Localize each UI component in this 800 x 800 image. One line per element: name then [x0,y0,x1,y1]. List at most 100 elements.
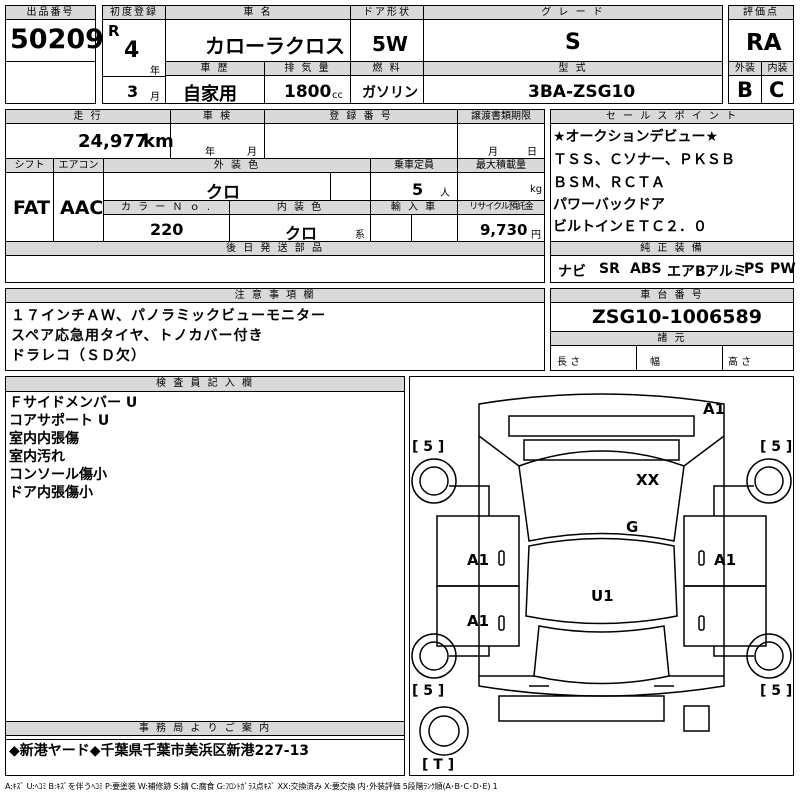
equip-pw: PW [770,261,796,277]
score-value: RA [746,30,782,56]
model-label: 型 式 [423,61,723,76]
history-value: 自家用 [183,84,237,105]
year-unit: 年 [150,66,160,77]
interior-label: 内装 [761,61,794,76]
color-value: クロ [206,183,240,203]
equip-ps: PS [744,261,765,277]
transfer-month-unit: 月 [488,147,498,158]
equipment-label: 純 正 装 備 [550,241,794,256]
mileage-value: 24,977 [78,131,148,152]
score-label: 評価点 [728,5,794,20]
ac-value: AAC [60,197,104,219]
equip-abs: ABS [630,261,662,277]
inspection-month-unit: 月 [247,147,257,158]
tire-rear-right: [ 5 ] [760,683,793,699]
model-value: 3BA-ZSG10 [528,82,636,102]
car-name-value: カローラクロス [205,34,345,58]
inspector-line: 室内汚れ [9,449,65,465]
notes-line: スペア応急用タイヤ、トノカバー付き [11,328,264,344]
color-no-value: 220 [150,220,184,239]
equip-airbag: エアB [667,264,706,280]
sales-line: パワーバックドア [553,197,665,213]
width-label: 幅 [650,357,660,368]
recycle-value: 9,730 [480,221,528,239]
notes-line: ドラレコ（ＳＤ欠） [11,348,146,364]
mileage-label: 走 行 [5,109,171,124]
interior-value: C [769,78,785,102]
lot-blank [5,61,96,104]
notes-label: 注 意 事 項 欄 [5,288,545,303]
inspection-year-unit: 年 [205,147,215,158]
shift-value: FAT [13,197,50,219]
height-label: 高 さ [728,357,752,368]
equip-navi: ナビ [558,264,586,280]
sales-line: ★オークションデビュー★ [553,129,719,145]
equip-sr: SR [599,261,620,277]
later-parts-label: 後 日 発 送 部 品 [5,241,545,256]
inspector-label: 検 査 員 記 入 欄 [5,376,405,392]
mark-a1-left-rear: A1 [467,612,490,630]
color-no-label: カ ラ ー Ｎ ｏ . [103,200,230,215]
recycle-label: リサイクル預託金 [457,200,545,215]
sales-line: ＴＳＳ、Ｃソナー、ＰＫＳＢ [553,152,735,168]
length-label: 長 さ [557,357,581,368]
displacement-label: 排 気 量 [264,61,351,76]
month-unit: 月 [150,92,160,103]
inspector-line: コアサポート U [9,413,110,429]
color-label: 外 装 色 [103,158,371,173]
mark-a1-right-front: A1 [714,551,737,569]
history-label: 車 歴 [165,61,265,76]
mark-a1-top: A1 [703,400,726,418]
fuel-label: 燃 料 [350,61,424,76]
recycle-unit: 円 [531,230,541,241]
displacement-value: 1800 [284,82,332,102]
int-color-value: クロ [285,224,318,243]
tire-spare: [ T ] [422,757,455,773]
mileage-unit: km [143,131,174,152]
inspector-line: 室内内張傷 [9,431,79,447]
import-label: 輸 入 車 [370,200,458,215]
door-label: ドア形状 [350,5,424,20]
mark-a1-left-front: A1 [467,551,490,569]
sales-label: セ ー ル ス ポ イ ン ト [550,109,794,124]
lot-value: 50209 [10,24,104,55]
chassis-value: ZSG10-1006589 [592,306,762,328]
transfer-day-unit: 日 [527,147,537,158]
displacement-unit: cc [332,90,343,101]
inspector-line: コンソール傷小 [9,467,107,483]
plate-label: 登 録 番 号 [264,109,458,124]
era-value: R [108,22,120,40]
capacity-value: 5 [412,180,424,199]
inspector-line: Ｆサイドメンバー U [9,395,138,411]
equip-alloy: アルミ [705,264,747,280]
transfer-label: 譲渡書類期限 [457,109,545,124]
first-reg-label: 初度登録 [102,5,166,20]
exterior-label: 外装 [728,61,762,76]
month-value: 3 [127,82,139,101]
mark-g: G [626,518,639,536]
office-label: 事 務 局 よ り ご 案 内 [5,721,405,736]
int-color-suffix: 系 [355,230,365,241]
payload-unit: kg [530,184,543,195]
year-value: 4 [124,38,140,63]
office-value: ◆新港ヤード◆千葉県千葉市美浜区新港227-13 [9,743,310,759]
tire-front-right: [ 5 ] [760,439,793,455]
sales-line: ＢＳＭ、ＲＣＴＡ [553,175,665,191]
tire-front-left: [ 5 ] [412,439,445,455]
door-value: 5W [372,32,408,56]
int-color-label: 内 装 色 [229,200,371,215]
car-name-label: 車 名 [165,5,351,20]
diagram-cell [409,376,794,776]
inspection-label: 車 検 [170,109,265,124]
mark-u1: U1 [591,587,614,605]
shift-label: シフト [5,158,54,173]
payload-label: 最大積載量 [457,158,545,173]
notes-line: １７インチＡＷ、パノラミックビューモニター [11,308,326,324]
capacity-unit: 人 [440,188,450,199]
fuel-value: ガソリン [362,85,418,101]
chassis-label: 車 台 番 号 [550,288,794,303]
legend-text: A:ｷｽﾞ U:ﾍｺﾐ B:ｷｽﾞを伴うﾍｺﾐ P:要塗装 W:補修跡 S:錆 … [5,782,498,791]
ac-label: エアコン [53,158,104,173]
tire-rear-left: [ 5 ] [412,683,445,699]
mark-xx: XX [636,471,660,489]
